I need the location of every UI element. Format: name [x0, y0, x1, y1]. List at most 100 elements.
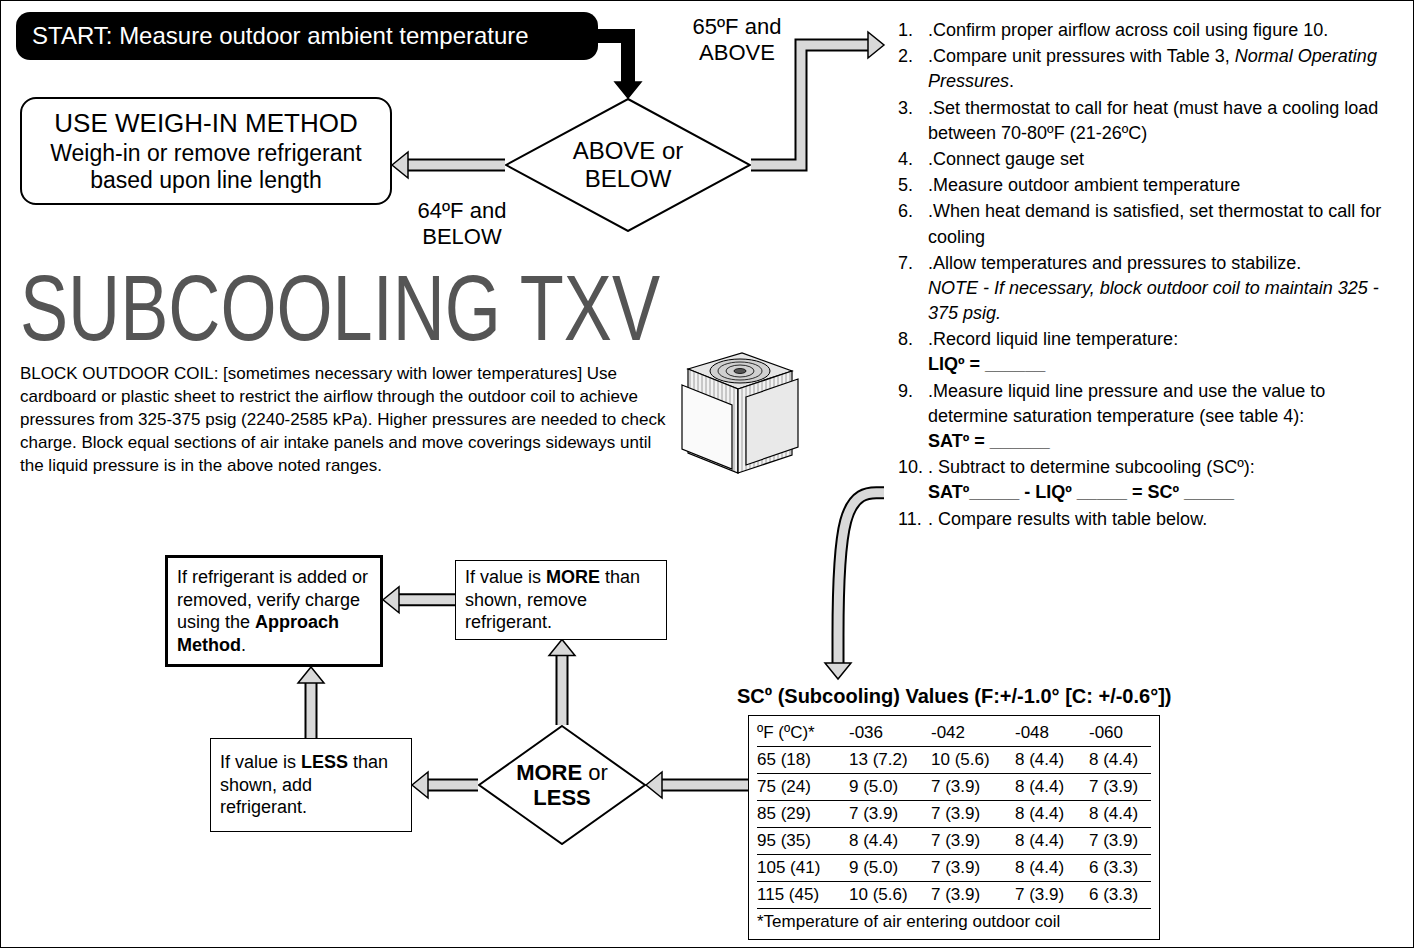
table-cell: 8 (4.4): [1015, 855, 1089, 882]
arrow-head: [392, 152, 408, 178]
step-number: 10.: [888, 455, 928, 505]
table-cell: 6 (3.3): [1089, 882, 1151, 909]
action-box: If value is MORE than shown, remove refr…: [455, 560, 667, 640]
table-cell: ºF (ºC)*: [757, 720, 849, 747]
table-cell: -042: [931, 720, 1015, 747]
flow-arrow: [383, 587, 455, 613]
step-body: .Connect gauge set: [928, 147, 1400, 172]
table-cell: 7 (3.9): [931, 801, 1015, 828]
table-cell: 8 (4.4): [849, 828, 931, 855]
step-body: .Record liquid line temperature:LIQº = _…: [928, 327, 1400, 377]
fan-hub: [734, 369, 746, 374]
box-text: Weigh-in or remove refrigerant based upo…: [32, 140, 380, 195]
flow-arrow: [646, 772, 748, 798]
arrow-head: [298, 667, 324, 683]
step-body: .Measure outdoor ambient temperature: [928, 173, 1400, 198]
step-text: LIQº = ______: [928, 352, 1400, 377]
arrow-shaft: [661, 779, 748, 792]
table-cell: 7 (3.9): [1089, 828, 1151, 855]
box-text: If value is LESS than shown, add refrige…: [220, 751, 402, 819]
table-cell: 115 (45): [757, 882, 849, 909]
note-text: BLOCK OUTDOOR COIL: [sometimes necessary…: [20, 362, 668, 477]
table-frame: ºF (ºC)*-036-042-048-06065 (18)13 (7.2)1…: [748, 715, 1160, 940]
arrow-shaft: [398, 593, 455, 606]
step-row: 9..Measure liquid line pressure and use …: [888, 379, 1400, 455]
step-number: 3.: [888, 96, 928, 146]
table-cell: -048: [1015, 720, 1089, 747]
arrow-shaft-fill: [838, 493, 884, 664]
flow-arrow: [392, 152, 505, 178]
diamond-text-area: MORE or LESS: [512, 747, 613, 824]
diamond-shape: [506, 99, 750, 231]
subcooling-table: SCº (Subcooling) Values (F:+/-1.0° [C: +…: [748, 715, 1160, 940]
arrow-shaft-fill: [407, 161, 505, 170]
diamond-text-area: ABOVE or BELOW: [554, 122, 702, 208]
method-box: USE WEIGH-IN METHODWeigh-in or remove re…: [20, 97, 392, 205]
step-number: 8.: [888, 327, 928, 377]
arrow-shaft: [598, 36, 628, 83]
diamond-shape: [479, 726, 645, 844]
step-text: SATº = ______: [928, 429, 1400, 454]
arrow-head: [412, 772, 428, 798]
step-body: .Measure liquid line pressure and use th…: [928, 379, 1400, 455]
table-cell: 85 (29): [757, 801, 849, 828]
step-body: .Confirm proper airflow across coil usin…: [928, 18, 1400, 43]
box-text: START: Measure outdoor ambient temperatu…: [32, 22, 529, 50]
step-text: .Measure liquid line pressure and use th…: [928, 379, 1400, 429]
blocking-sheet: [746, 379, 798, 465]
arrow-shaft-fill: [398, 595, 455, 604]
step-number: 5.: [888, 173, 928, 198]
arrow-shaft-fill: [307, 682, 316, 738]
step-row: 10.. Subtract to determine subcooling (S…: [888, 455, 1400, 505]
arrow-shaft: [407, 159, 505, 172]
fan-grill-ring: [726, 365, 754, 377]
table-cell: 8 (4.4): [1089, 747, 1151, 774]
flow-arrow: [825, 493, 884, 679]
table-cell: 7 (3.9): [931, 855, 1015, 882]
arrow-shaft-fill: [427, 781, 478, 790]
table-cell: 7 (3.9): [849, 801, 931, 828]
table-footnote: *Temperature of air entering outdoor coi…: [757, 909, 1151, 935]
step-text: .Confirm proper airflow across coil usin…: [928, 18, 1400, 43]
flow-arrow: [412, 772, 478, 798]
table-cell: 105 (41): [757, 855, 849, 882]
step-number: 11.: [888, 507, 928, 532]
table-cell: 65 (18): [757, 747, 849, 774]
table-cell: 9 (5.0): [849, 774, 931, 801]
step-row: 11.. Compare results with table below.: [888, 507, 1400, 532]
step-number: 1.: [888, 18, 928, 43]
decision-text: ABOVE or BELOW: [554, 137, 702, 192]
table-cell: -060: [1089, 720, 1151, 747]
step-text: . Compare results with table below.: [928, 507, 1400, 532]
step-body: .Set thermostat to call for heat (must h…: [928, 96, 1400, 146]
flow-arrow: [549, 640, 575, 726]
table-cell: 7 (3.9): [1089, 774, 1151, 801]
arrow-shaft: [556, 655, 569, 726]
arrow-shaft: [427, 779, 478, 792]
diagram-title: SUBCOOLING TXV: [20, 262, 660, 354]
arrow-shaft: [305, 682, 318, 738]
edge-label: 65ºF and ABOVE: [683, 14, 791, 67]
arrow-head: [383, 587, 399, 613]
table-cell: 7 (3.9): [931, 774, 1015, 801]
table-cell: -036: [849, 720, 931, 747]
arrow-shaft-fill: [558, 655, 567, 726]
step-number: 9.: [888, 379, 928, 455]
step-text: . Subtract to determine subcooling (SCº)…: [928, 455, 1400, 480]
step-row: 3..Set thermostat to call for heat (must…: [888, 96, 1400, 146]
blocking-sheet: [682, 385, 732, 469]
table-cell: 8 (4.4): [1015, 774, 1089, 801]
edge-label: 64ºF and BELOW: [398, 198, 526, 251]
box-text: If value is MORE than shown, remove refr…: [465, 566, 657, 634]
box-text: If refrigerant is added or removed, veri…: [177, 566, 371, 656]
box-text: USE WEIGH-IN METHOD: [32, 107, 380, 140]
fan-grill-ring: [718, 362, 762, 380]
step-body: .When heat demand is satisfied, set ther…: [928, 199, 1400, 249]
decision-diamond: ABOVE or BELOW: [505, 98, 751, 232]
step-text: .Connect gauge set: [928, 147, 1400, 172]
table-cell: 10 (5.6): [849, 882, 931, 909]
flow-arrow: [598, 36, 641, 98]
step-body: . Subtract to determine subcooling (SCº)…: [928, 455, 1400, 505]
step-number: 6.: [888, 199, 928, 249]
